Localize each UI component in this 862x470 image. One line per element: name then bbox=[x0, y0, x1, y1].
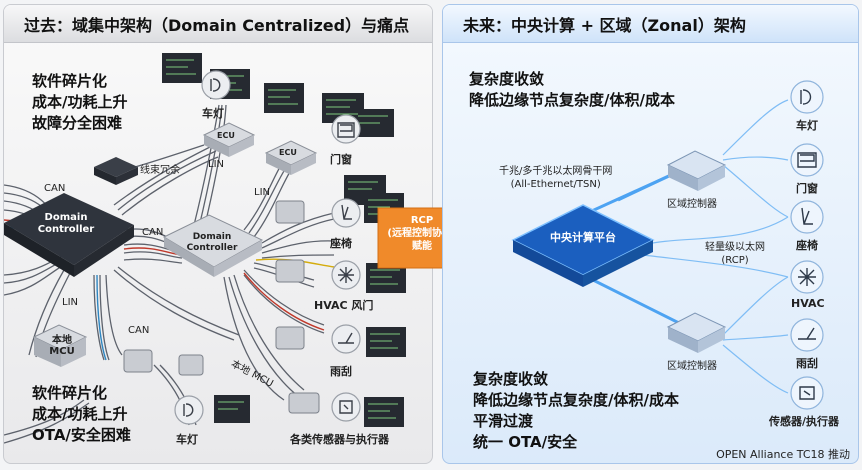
backbone-label: 千兆/多千兆以太网骨干网 (All-Ethernet/TSN) bbox=[499, 165, 612, 191]
right-panel: 未来：中央计算 + 区域（Zonal）架构 bbox=[442, 4, 859, 464]
right-device-sensors-label: 传感器/执行器 bbox=[769, 415, 840, 428]
right-network-diagram bbox=[511, 80, 824, 410]
right-device-door-label: 门窗 bbox=[796, 182, 818, 195]
right-benefit-bottom-line-3: 平滑过渡 bbox=[473, 412, 534, 430]
bus-label-can-1: CAN bbox=[44, 183, 66, 194]
device-sensors-label: 各类传感器与执行器 bbox=[290, 433, 389, 446]
backbone-label-line-2: (All-Ethernet/TSN) bbox=[510, 179, 601, 190]
device-hvac-label: HVAC 风门 bbox=[314, 299, 374, 312]
right-benefit-bottom-line-1: 复杂度收敛 bbox=[473, 370, 549, 388]
ecu-2-label: ECU bbox=[279, 148, 297, 157]
arrow-subtitle: (远程控制协议) bbox=[387, 228, 457, 239]
arrow-caption: 赋能 bbox=[412, 241, 432, 252]
right-device-headlight-label: 车灯 bbox=[796, 119, 818, 132]
right-benefit-top: 复杂度收敛 降低边缘节点复杂度/体积/成本 bbox=[469, 69, 675, 111]
ecu-2-box bbox=[264, 140, 318, 175]
bus-label-can-3: CAN bbox=[128, 325, 150, 336]
left-pain-top-line-1: 软件碎片化 bbox=[32, 72, 108, 90]
left-pain-bottom-line-2: 成本/功耗上升 bbox=[32, 405, 128, 423]
right-benefit-bottom-line-4: 统一 OTA/安全 bbox=[473, 433, 578, 451]
device-headlight-bottom-label: 车灯 bbox=[176, 433, 198, 446]
local-mcu-label: 本地 MCU bbox=[49, 335, 75, 357]
right-device-glyphs bbox=[797, 89, 817, 400]
left-panel: 过去：域集中架构（Domain Centralized）与痛点 bbox=[3, 4, 433, 464]
zone-controller-top-box bbox=[666, 150, 727, 191]
left-pain-bottom-line-3: OTA/安全困难 bbox=[32, 426, 131, 444]
right-benefit-bottom-line-2: 降低边缘节点复杂度/体积/成本 bbox=[473, 391, 679, 409]
right-device-hvac-label: HVAC bbox=[791, 297, 825, 310]
left-pain-top-line-2: 成本/功耗上升 bbox=[32, 93, 128, 111]
small-modules bbox=[123, 200, 320, 414]
central-platform-label: 中央计算平台 bbox=[550, 231, 616, 244]
zone-controller-top-label: 区域控制器 bbox=[667, 199, 717, 210]
domain-controller-2-chip bbox=[162, 214, 264, 277]
right-panel-title: 未来：中央计算 + 区域（Zonal）架构 bbox=[443, 5, 858, 43]
ecu-1-label: ECU bbox=[217, 131, 235, 140]
left-pain-top-line-3: 故障分全困难 bbox=[32, 114, 123, 132]
device-wiper-label: 雨刮 bbox=[330, 365, 352, 378]
device-headlight-top-label: 车灯 bbox=[202, 107, 224, 120]
left-panel-title: 过去：域集中架构（Domain Centralized）与痛点 bbox=[4, 5, 432, 43]
domain-controller-1-chip bbox=[4, 193, 134, 277]
harness-label: 线束冗余 bbox=[140, 165, 180, 176]
device-glyphs bbox=[183, 78, 355, 417]
right-benefit-top-line-2: 降低边缘节点复杂度/体积/成本 bbox=[469, 91, 675, 109]
left-pain-top: 软件碎片化 成本/功耗上升 故障分全困难 bbox=[32, 71, 127, 134]
right-device-wiper-label: 雨刮 bbox=[796, 357, 818, 370]
light-ethernet-label: 轻量级以太网 (RCP) bbox=[705, 241, 765, 267]
central-platform-chip bbox=[511, 204, 655, 287]
domain-controller-1-label: Domain Controller bbox=[37, 212, 95, 235]
arrow-title: RCP bbox=[410, 215, 434, 226]
bus-label-can-2: CAN bbox=[142, 227, 164, 238]
harness-box bbox=[94, 157, 138, 185]
cable-bundles bbox=[4, 104, 335, 444]
local-mcu-box bbox=[32, 324, 88, 367]
bus-label-lin-3: LIN bbox=[62, 297, 79, 308]
device-door-label: 门窗 bbox=[330, 153, 352, 166]
light-ethernet-lines bbox=[642, 99, 789, 394]
right-device-seat-label: 座椅 bbox=[796, 239, 818, 252]
ecu-1-box bbox=[202, 122, 256, 157]
center-arrow-text: RCP (远程控制协议) 赋能 bbox=[382, 214, 462, 253]
left-pain-bottom: 软件碎片化 成本/功耗上升 OTA/安全困难 bbox=[32, 383, 131, 446]
light-ethernet-line-1: 轻量级以太网 bbox=[705, 242, 765, 253]
bus-label-lin-1: LIN bbox=[208, 159, 225, 170]
zone-controller-bottom-box bbox=[666, 312, 727, 353]
right-benefit-bottom: 复杂度收敛 降低边缘节点复杂度/体积/成本 平滑过渡 统一 OTA/安全 bbox=[473, 369, 679, 453]
bus-label-lin-2: LIN bbox=[254, 187, 271, 198]
backbone-label-line-1: 千兆/多千兆以太网骨干网 bbox=[499, 166, 613, 177]
footer-credit: OPEN Alliance TC18 推动 bbox=[716, 448, 850, 461]
light-ethernet-line-2: (RCP) bbox=[721, 255, 749, 266]
left-pain-bottom-line-1: 软件碎片化 bbox=[32, 384, 108, 402]
device-seat-label: 座椅 bbox=[330, 237, 352, 250]
zone-controller-bottom-label: 区域控制器 bbox=[667, 361, 717, 372]
right-benefit-top-line-1: 复杂度收敛 bbox=[469, 70, 545, 88]
domain-controller-2-label: Domain Controller bbox=[186, 232, 238, 253]
